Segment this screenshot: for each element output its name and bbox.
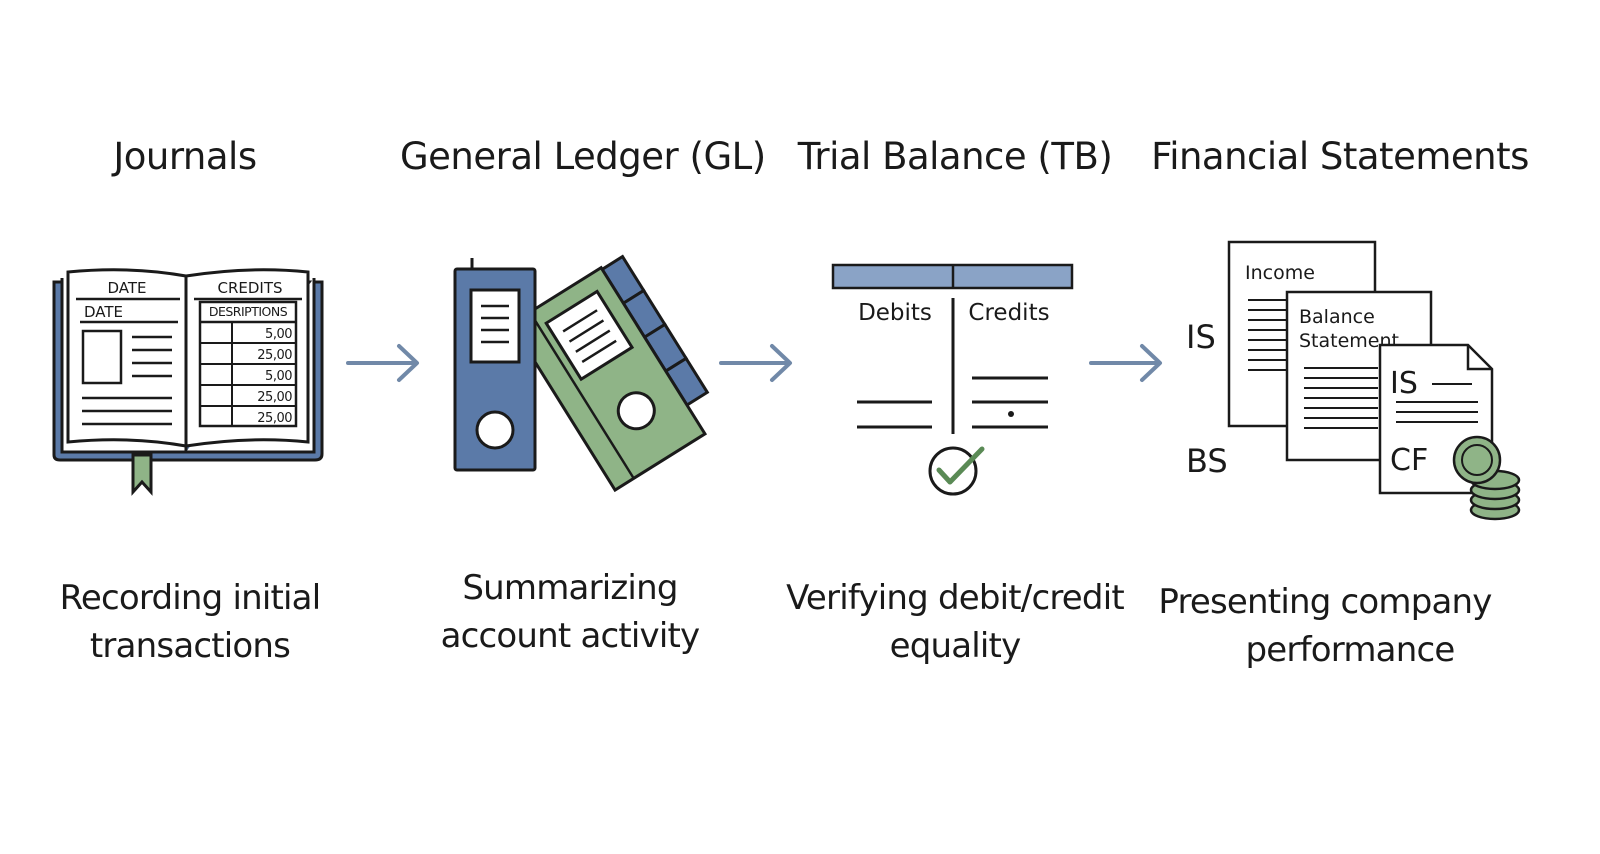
book-right-header: CREDITS [217,279,282,297]
stage-caption-financial-statements: Presenting company performance [1150,578,1530,674]
doc-income-title: Income [1245,262,1315,284]
caption-line: account activity [440,616,701,656]
stage-title-general-ledger: General Ledger (GL) [400,135,766,178]
caption-line: Presenting company [1158,582,1492,622]
book-amount-1: 5,00 [265,327,292,342]
t-account-check-icon: Debits Credits [831,263,1074,496]
caption-line: equality [889,626,1022,666]
checkmark-icon [936,446,985,485]
caption-line: Verifying debit/credit [786,578,1125,618]
t-account-debits-label: Debits [858,300,932,326]
doc-front-cf: CF [1390,443,1428,478]
side-label-is: IS [1186,318,1216,356]
doc-front-is: IS [1390,366,1418,401]
doc-balance-title-line1: Balance [1299,306,1375,328]
doc-balance-title-line2: Statement [1299,330,1399,352]
stage-title-financial-statements: Financial Statements [1151,135,1529,178]
caption-line: performance [1245,630,1456,670]
coin-stack-icon [1452,435,1521,521]
book-amount-5: 25,00 [257,411,292,426]
book-amount-3: 5,00 [265,369,292,384]
book-left-header: DATE [107,279,146,297]
stage-caption-journals: Recording initial transactions [40,574,340,670]
flow-arrow-2-icon [719,344,792,382]
check-circle-icon [928,446,978,496]
book-amount-4: 25,00 [257,390,292,405]
caption-line: Summarizing [462,568,678,608]
side-label-bs: BS [1186,442,1228,480]
book-amount-2: 25,00 [257,348,292,363]
stage-caption-trial-balance: Verifying debit/credit equality [770,574,1140,670]
stage-title-journals: Journals [113,135,257,178]
book-left-subheader: DATE [84,303,123,321]
flow-arrow-1-icon [346,344,419,382]
caption-line: transactions [89,626,291,666]
t-account-credits-label: Credits [968,300,1049,326]
book-right-subheader: DESRIPTIONS [209,304,288,319]
ledger-binders-icon [453,254,710,493]
flow-arrow-3-icon [1089,344,1162,382]
statement-documents-icon: IS BS Income Balance Statement IS CF [1186,240,1521,521]
stage-caption-general-ledger: Summarizing account activity [410,564,730,660]
caption-line: Recording initial [59,578,322,618]
stage-title-trial-balance: Trial Balance (TB) [797,135,1113,178]
open-journal-book-icon: DATE DATE CREDITS DESRIPTIONS 5,00 25,00… [52,268,324,496]
